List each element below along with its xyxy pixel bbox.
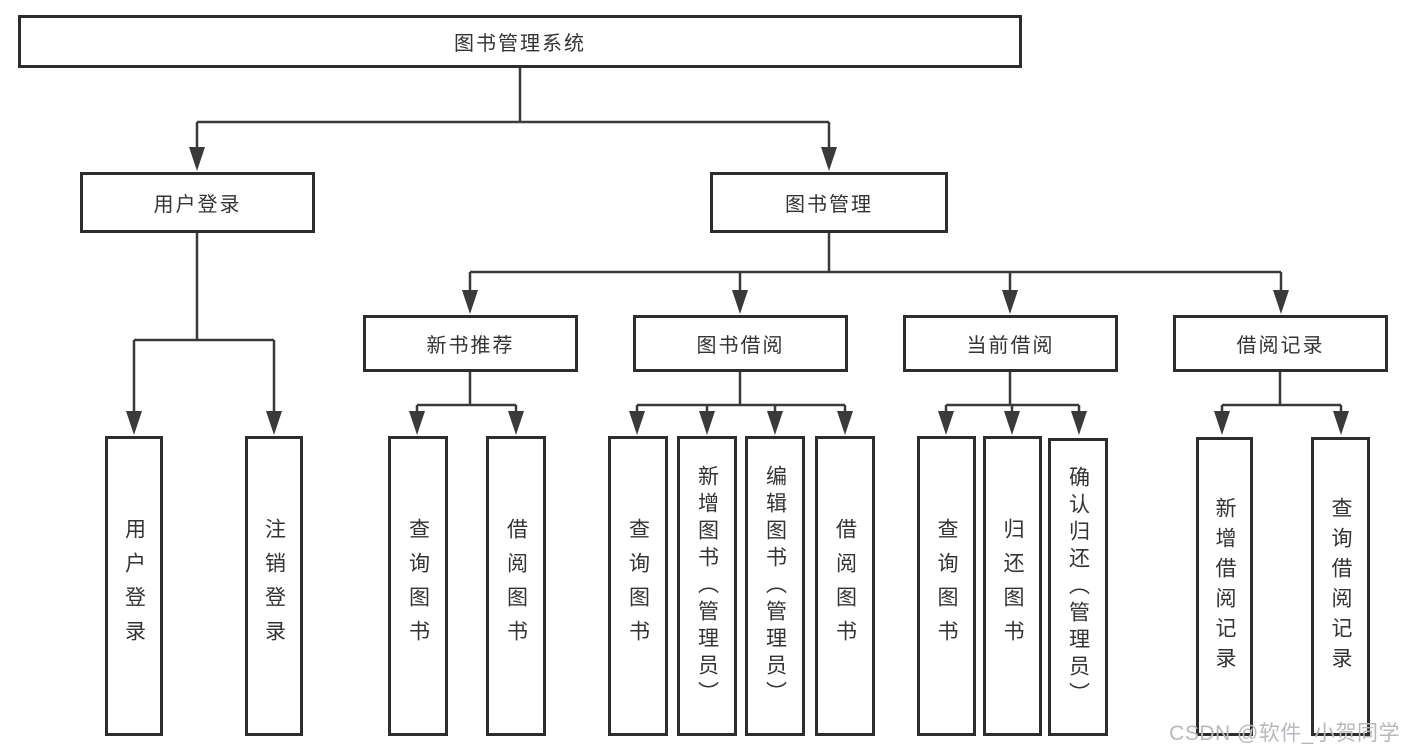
node-book-borrow: 图书借阅 xyxy=(633,315,848,372)
leaf-borrow-books: 借阅图书 xyxy=(815,436,875,736)
leaf-edit-book-admin: 编辑图书（管理员） xyxy=(745,436,805,736)
leaf-logout: 注销登录 xyxy=(245,436,303,736)
leaf-edit-book-admin-label: 编辑图书（管理员） xyxy=(763,464,787,708)
leaf-user-login-label: 用户登录 xyxy=(122,518,146,654)
leaf-recommend-borrow-books: 借阅图书 xyxy=(486,436,546,736)
leaf-recommend-query-books-label: 查询图书 xyxy=(406,518,430,654)
leaf-current-query-books-label: 查询图书 xyxy=(935,518,958,654)
leaf-return-books: 归还图书 xyxy=(983,436,1042,736)
leaf-borrow-query-books: 查询图书 xyxy=(608,436,668,736)
leaf-recommend-borrow-books-label: 借阅图书 xyxy=(504,518,528,654)
leaf-borrow-books-label: 借阅图书 xyxy=(833,518,857,654)
node-book-management-label: 图书管理 xyxy=(785,194,873,216)
leaf-add-book-admin-label: 新增图书（管理员） xyxy=(695,464,719,708)
node-new-book-recommend: 新书推荐 xyxy=(363,315,578,372)
node-book-management: 图书管理 xyxy=(710,172,948,233)
leaf-add-book-admin: 新增图书（管理员） xyxy=(677,436,737,736)
csdn-watermark: CSDN @软件_小贺同学 xyxy=(1169,722,1400,745)
leaf-recommend-query-books: 查询图书 xyxy=(388,436,448,736)
node-new-book-recommend-label: 新书推荐 xyxy=(426,335,515,357)
node-borrow-records: 借阅记录 xyxy=(1173,315,1388,372)
node-root: 图书管理系统 xyxy=(18,15,1022,68)
leaf-query-borrow-record-label: 查询借阅记录 xyxy=(1329,496,1352,677)
arrowhead-icons xyxy=(126,147,1349,435)
leaf-query-borrow-record: 查询借阅记录 xyxy=(1311,437,1370,736)
node-book-borrow-label: 图书借阅 xyxy=(696,335,785,357)
connector-paths xyxy=(132,68,1343,416)
leaf-current-query-books: 查询图书 xyxy=(917,436,976,736)
leaf-add-borrow-record: 新增借阅记录 xyxy=(1196,437,1253,736)
node-user-login: 用户登录 xyxy=(80,172,315,233)
leaf-return-books-label: 归还图书 xyxy=(1001,518,1024,654)
node-current-borrow: 当前借阅 xyxy=(903,315,1118,372)
node-root-label: 图书管理系统 xyxy=(454,33,586,55)
leaf-add-borrow-record-label: 新增借阅记录 xyxy=(1213,496,1236,677)
node-current-borrow-label: 当前借阅 xyxy=(966,335,1055,357)
node-borrow-records-label: 借阅记录 xyxy=(1236,335,1325,357)
leaf-confirm-return-admin-label: 确认归还（管理员） xyxy=(1066,465,1090,709)
leaf-logout-label: 注销登录 xyxy=(262,518,286,654)
node-user-login-label: 用户登录 xyxy=(153,194,242,216)
leaf-confirm-return-admin: 确认归还（管理员） xyxy=(1048,438,1108,736)
leaf-borrow-query-books-label: 查询图书 xyxy=(626,518,650,654)
leaf-user-login: 用户登录 xyxy=(105,436,163,736)
